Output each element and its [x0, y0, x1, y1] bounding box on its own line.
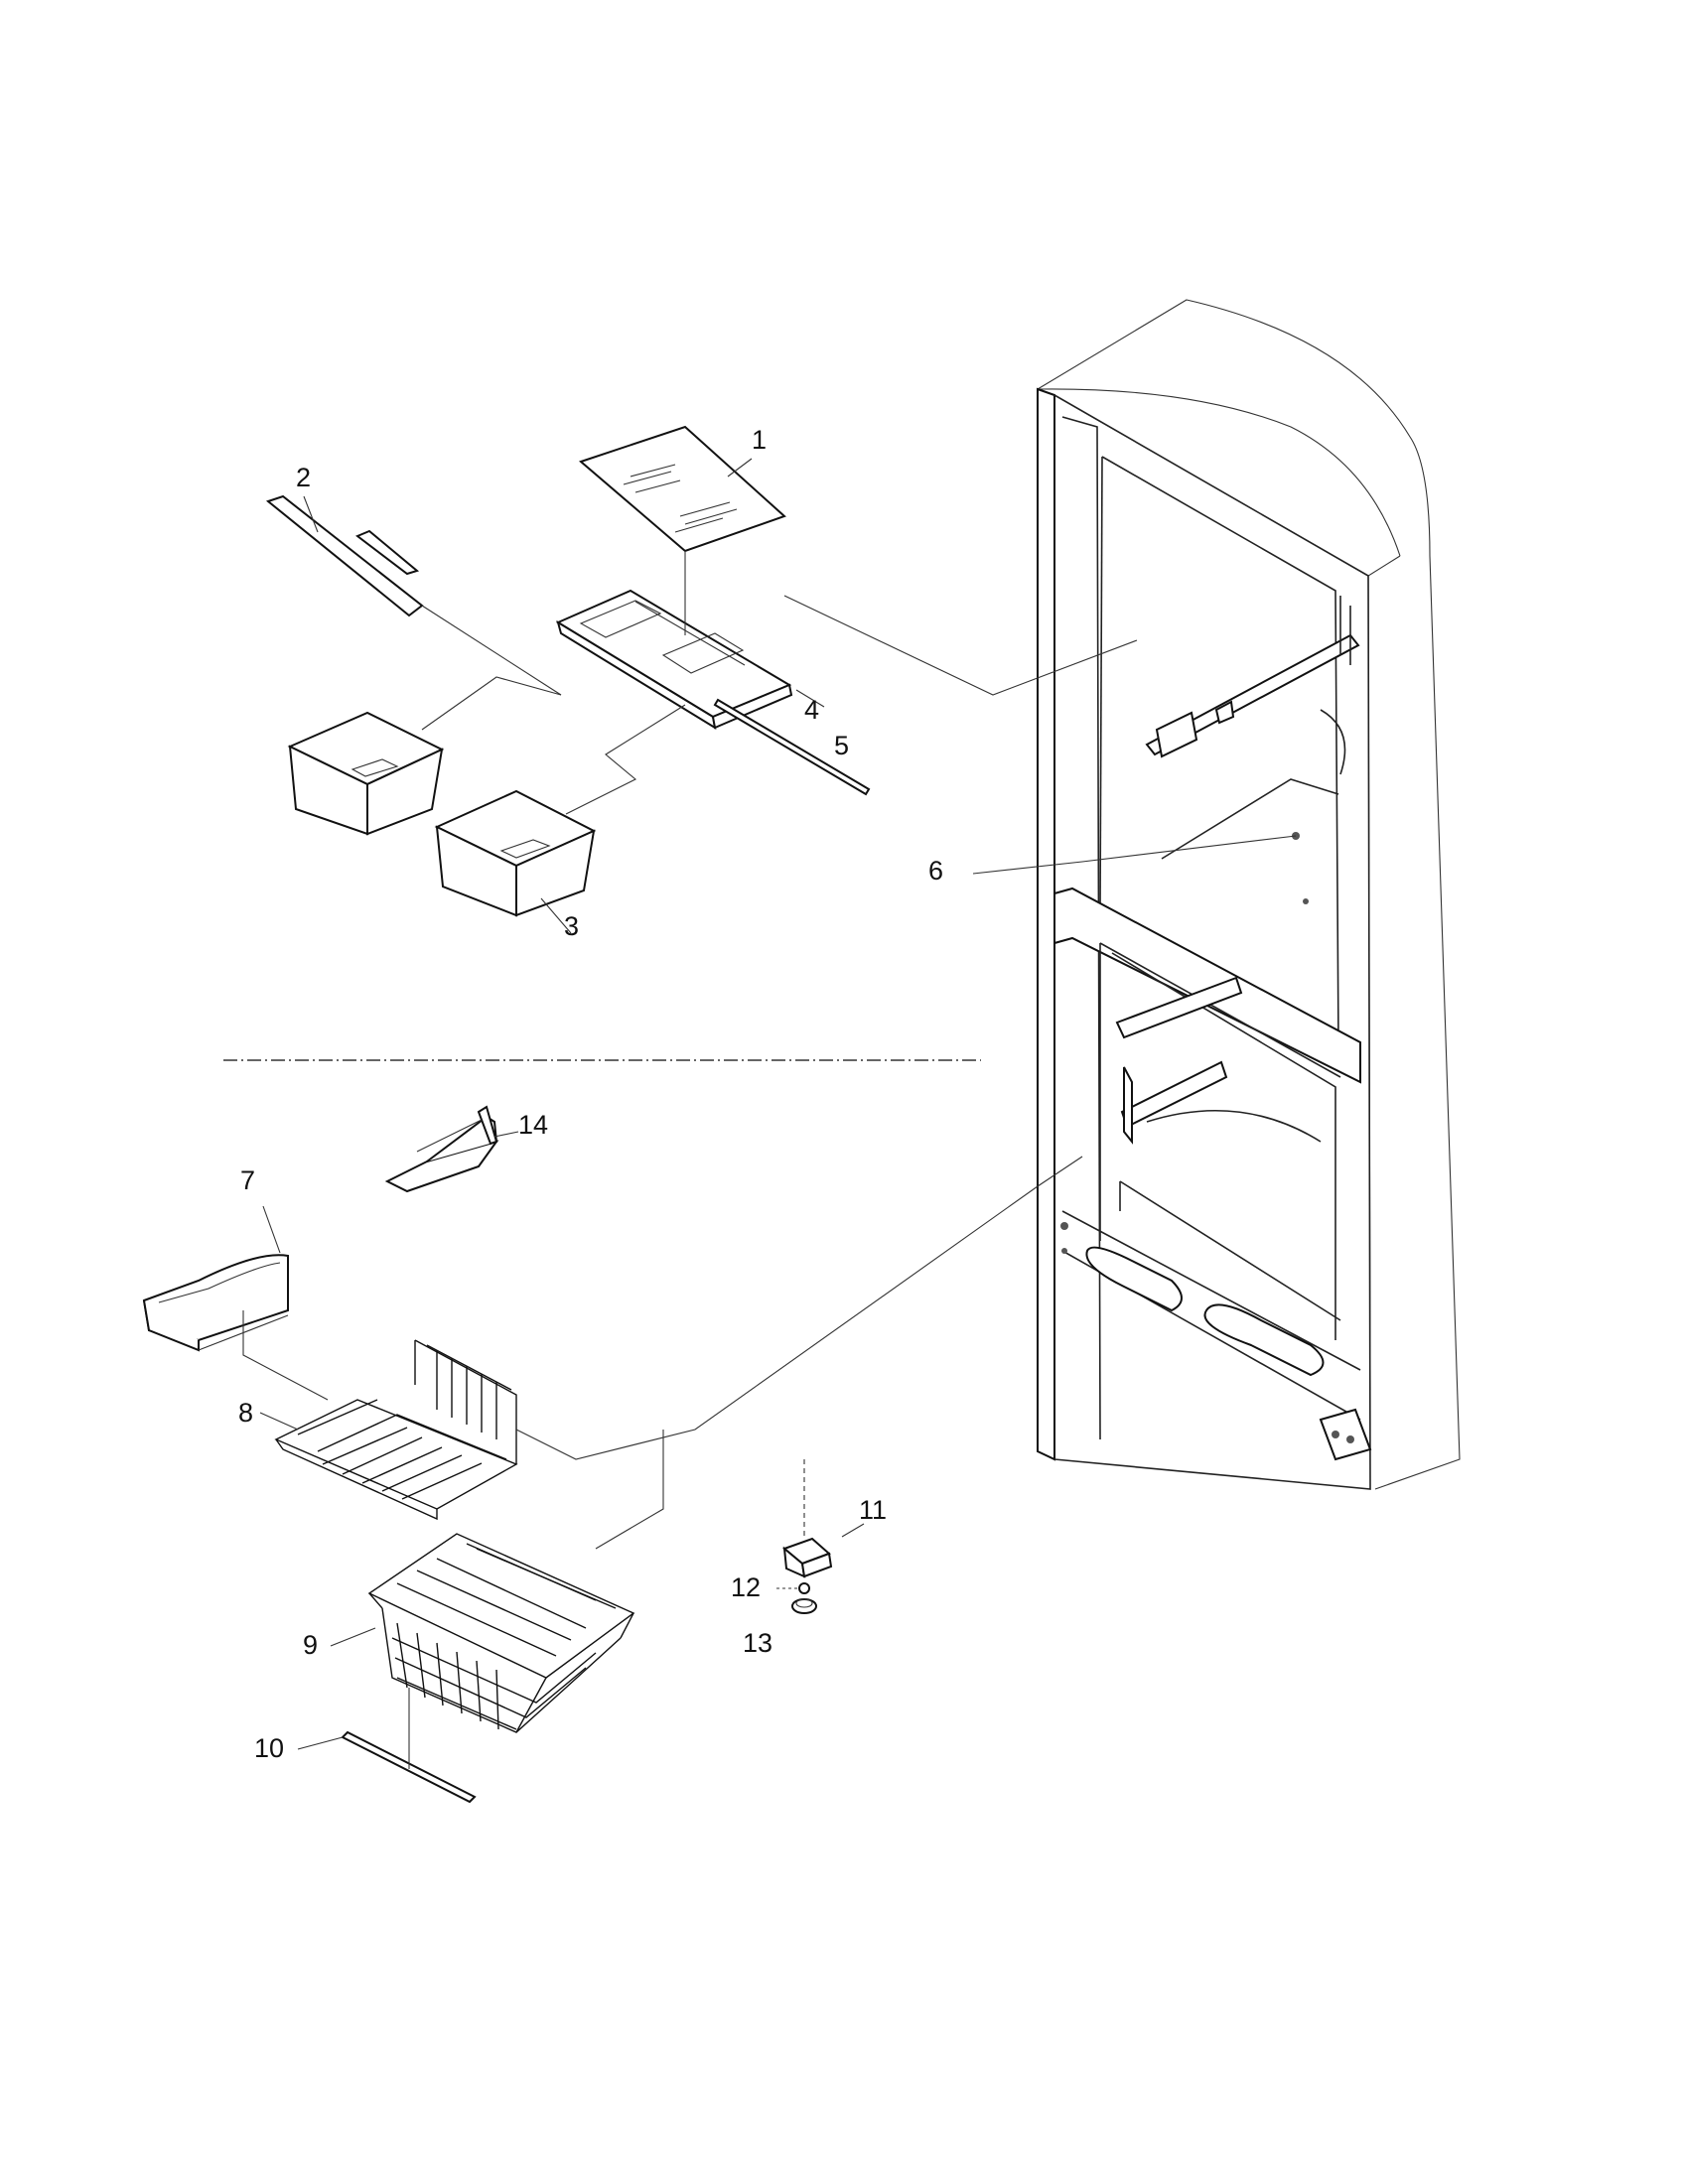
connector-cabinet-freezer: [1037, 1156, 1083, 1187]
leader-line-8: [259, 1412, 299, 1431]
leader-line-14: [493, 1131, 519, 1138]
callout-8: 8: [238, 1398, 253, 1428]
callout-13: 13: [743, 1628, 772, 1658]
callout-7: 7: [240, 1165, 255, 1195]
leader-line-1: [727, 458, 753, 478]
leader-line-2: [303, 495, 319, 533]
part-9-wire-basket: [367, 1533, 635, 1733]
part-4-crisper-cover-frame: [555, 589, 793, 731]
callout-6: 6: [928, 856, 943, 886]
callout-1: 1: [752, 425, 767, 455]
leader-line-10: [297, 1736, 344, 1750]
leader-line-6: [972, 835, 1297, 875]
connector-to-cabinet-lower: [515, 1185, 1039, 1460]
callout-9: 9: [303, 1630, 318, 1660]
part-2-shelf-trim: [265, 494, 424, 617]
leader-line-7: [262, 1205, 281, 1254]
connector-to-cabinet-upper: [783, 595, 1138, 696]
callout-11: 11: [859, 1495, 887, 1525]
part-8-wire-shelf: [274, 1339, 518, 1521]
callout-4: 4: [804, 695, 819, 725]
part-12-screw: [798, 1582, 810, 1594]
refrigerator-cabinet: [1037, 299, 1461, 1490]
part-7-freezer-bin: [142, 1254, 289, 1352]
leader-line-9: [330, 1627, 376, 1647]
part-13-leveling-foot: [791, 1598, 817, 1614]
part-3-crisper-drawer-right: [434, 789, 597, 917]
connector-7-8: [242, 1310, 329, 1401]
part-14-bracket: [384, 1105, 499, 1193]
part-5-rod: [713, 698, 871, 796]
leader-line-4: [795, 689, 825, 708]
callout-5: 5: [834, 731, 849, 760]
part-1-shelf-glass: [579, 425, 786, 553]
part-3-crisper-drawer-left: [287, 711, 445, 836]
connector-drawer-left: [421, 676, 562, 731]
connector-2-4: [421, 605, 562, 696]
leader-line-11: [841, 1523, 865, 1538]
connector-8-9: [595, 1430, 664, 1550]
callout-3: 3: [564, 911, 579, 941]
callout-2: 2: [296, 463, 311, 492]
part-11-leveling-bracket: [782, 1537, 833, 1578]
connector-drawer-right: [565, 704, 686, 815]
callout-12: 12: [731, 1572, 761, 1602]
callout-14: 14: [518, 1110, 548, 1140]
leader-line-3: [540, 897, 572, 934]
callout-10: 10: [254, 1733, 284, 1763]
